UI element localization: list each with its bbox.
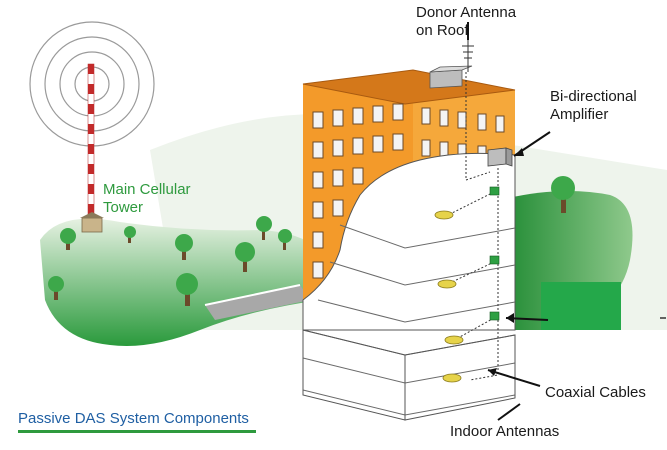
label-line: on Roof [416, 22, 469, 39]
label-line: Bi-directional [550, 88, 637, 105]
label-donor-antenna: Donor Antenna on Roof [416, 4, 516, 40]
label-line: Main Cellular [103, 181, 191, 198]
label-line: Donor Antenna [416, 4, 517, 21]
diagram-title: Passive DAS System Components [18, 410, 249, 427]
tree [278, 229, 292, 250]
road [205, 285, 310, 320]
label-amplifier: Bi-directional Amplifier [550, 88, 637, 124]
cellular-tower-icon [80, 63, 104, 233]
tree [175, 234, 193, 260]
coax-cable [449, 72, 499, 381]
tree [124, 226, 136, 243]
road-edge [204, 284, 301, 306]
label-line: Amplifier [550, 106, 609, 123]
donor-antenna-icon [462, 40, 474, 72]
building [302, 65, 516, 421]
tree [60, 228, 76, 250]
amplifier-icon [487, 147, 513, 167]
right-green-block [541, 282, 621, 330]
arrowheads [488, 148, 524, 376]
tree [176, 273, 198, 306]
tree [48, 276, 64, 300]
title-underline [18, 430, 256, 433]
tree [256, 216, 272, 240]
indoor-antenna-icon [434, 210, 464, 383]
label-indoor-antennas: Indoor Antennas [450, 423, 560, 440]
label-coaxial-cables: Coaxial Cables [545, 384, 646, 401]
splitter-icon [489, 186, 500, 321]
building-cutaway [302, 152, 516, 331]
tree [235, 242, 255, 272]
tree [551, 176, 575, 213]
label-main-tower: Main Cellular Tower [103, 181, 191, 217]
label-line: Tower [103, 199, 144, 216]
